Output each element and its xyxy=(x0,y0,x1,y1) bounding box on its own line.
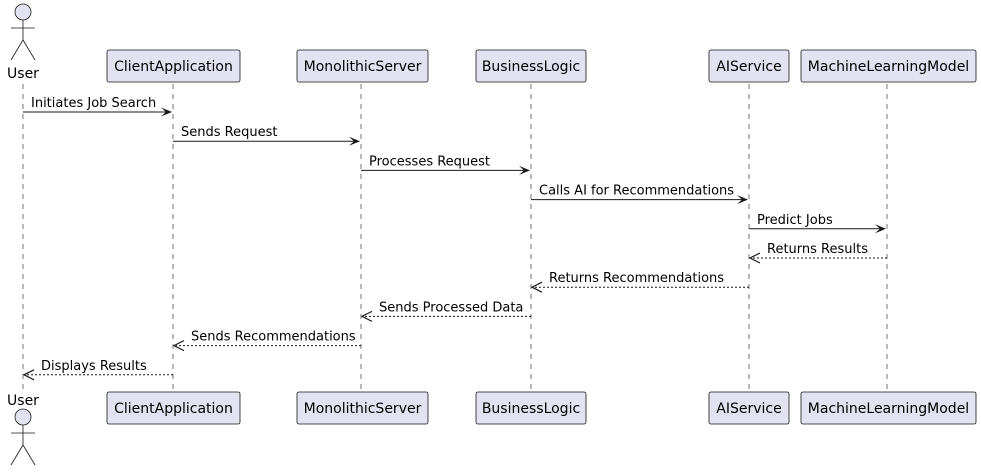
filled-arrowhead-icon xyxy=(875,224,886,234)
actor-left-leg-icon xyxy=(10,444,24,466)
message-7: Returns Recommendations xyxy=(530,271,749,293)
participant-logic-bottom: BusinessLogic xyxy=(475,391,587,425)
participant-box xyxy=(708,49,790,83)
participant-client-bottom: ClientApplication xyxy=(106,391,241,425)
open-arrowhead-icon xyxy=(172,340,185,352)
participant-label-server: MonolithicServer xyxy=(304,59,422,75)
participant-box xyxy=(800,49,977,83)
message-label: Sends Processed Data xyxy=(379,300,523,315)
participant-box xyxy=(106,391,241,425)
participant-server-top: MonolithicServer xyxy=(296,49,429,83)
participant-label-user: User xyxy=(7,393,39,409)
participant-label-client: ClientApplication xyxy=(114,59,233,75)
message-4: Calls AI for Recommendations xyxy=(531,184,748,205)
message-6: Returns Results xyxy=(748,242,887,264)
participant-ai-top: AIService xyxy=(708,49,790,83)
participant-label-ml: MachineLearningModel xyxy=(808,59,969,75)
message-label: Returns Results xyxy=(767,242,868,257)
open-arrowhead-icon xyxy=(530,281,543,293)
filled-arrowhead-icon xyxy=(161,107,172,117)
participant-ml-top: MachineLearningModel xyxy=(800,49,977,83)
message-label: Predict Jobs xyxy=(757,213,833,228)
actor-head-icon xyxy=(14,408,32,426)
participant-label-logic: BusinessLogic xyxy=(482,59,580,75)
participant-ml-bottom: MachineLearningModel xyxy=(800,391,977,425)
participant-client-top: ClientApplication xyxy=(106,49,241,83)
participant-box xyxy=(106,49,241,83)
message-label: Displays Results xyxy=(41,359,147,374)
message-label: Processes Request xyxy=(369,154,490,169)
open-arrowhead-icon xyxy=(360,310,373,322)
participant-heads-top: User ClientApplication MonolithicServer Bus… xyxy=(7,3,977,83)
participant-logic-top: BusinessLogic xyxy=(475,49,587,83)
filled-arrowhead-icon xyxy=(349,136,360,146)
participant-label-user: User xyxy=(7,66,39,82)
filled-arrowhead-icon xyxy=(737,195,748,205)
participant-label-ml: MachineLearningModel xyxy=(808,401,969,417)
participant-label-ai: AIService xyxy=(716,401,781,417)
message-1: Initiates Job Search xyxy=(23,96,172,117)
participant-server-bottom: MonolithicServer xyxy=(296,391,429,425)
actor-left-leg-icon xyxy=(10,39,24,61)
participant-box xyxy=(475,391,587,425)
message-5: Predict Jobs xyxy=(749,213,886,234)
message-3: Processes Request xyxy=(361,154,530,175)
participant-label-server: MonolithicServer xyxy=(304,401,422,417)
message-9: Sends Recommendations xyxy=(172,330,361,352)
message-label: Calls AI for Recommendations xyxy=(539,184,734,199)
message-label: Returns Recommendations xyxy=(549,271,724,286)
filled-arrowhead-icon xyxy=(519,165,530,175)
message-label: Sends Recommendations xyxy=(191,330,356,345)
participant-label-client: ClientApplication xyxy=(114,401,233,417)
participant-label-ai: AIService xyxy=(716,59,781,75)
participant-box xyxy=(800,391,977,425)
open-arrowhead-icon xyxy=(748,252,761,264)
participant-box xyxy=(708,391,790,425)
message-label: Initiates Job Search xyxy=(31,96,156,111)
actor-head-icon xyxy=(14,3,32,21)
actor-user-top: User xyxy=(7,3,39,82)
open-arrowhead-icon xyxy=(22,369,35,381)
message-10: Displays Results xyxy=(22,359,173,381)
lifelines xyxy=(22,84,888,390)
message-label: Sends Request xyxy=(181,125,277,140)
participant-ai-bottom: AIService xyxy=(708,391,790,425)
participant-label-logic: BusinessLogic xyxy=(482,401,580,417)
message-8: Sends Processed Data xyxy=(360,300,531,322)
participant-box xyxy=(296,49,429,83)
participant-box xyxy=(475,49,587,83)
actor-user-bottom: User xyxy=(7,393,39,466)
actor-right-leg-icon xyxy=(22,444,36,466)
message-2: Sends Request xyxy=(173,125,360,146)
actor-right-leg-icon xyxy=(22,39,36,61)
participant-box xyxy=(296,391,429,425)
